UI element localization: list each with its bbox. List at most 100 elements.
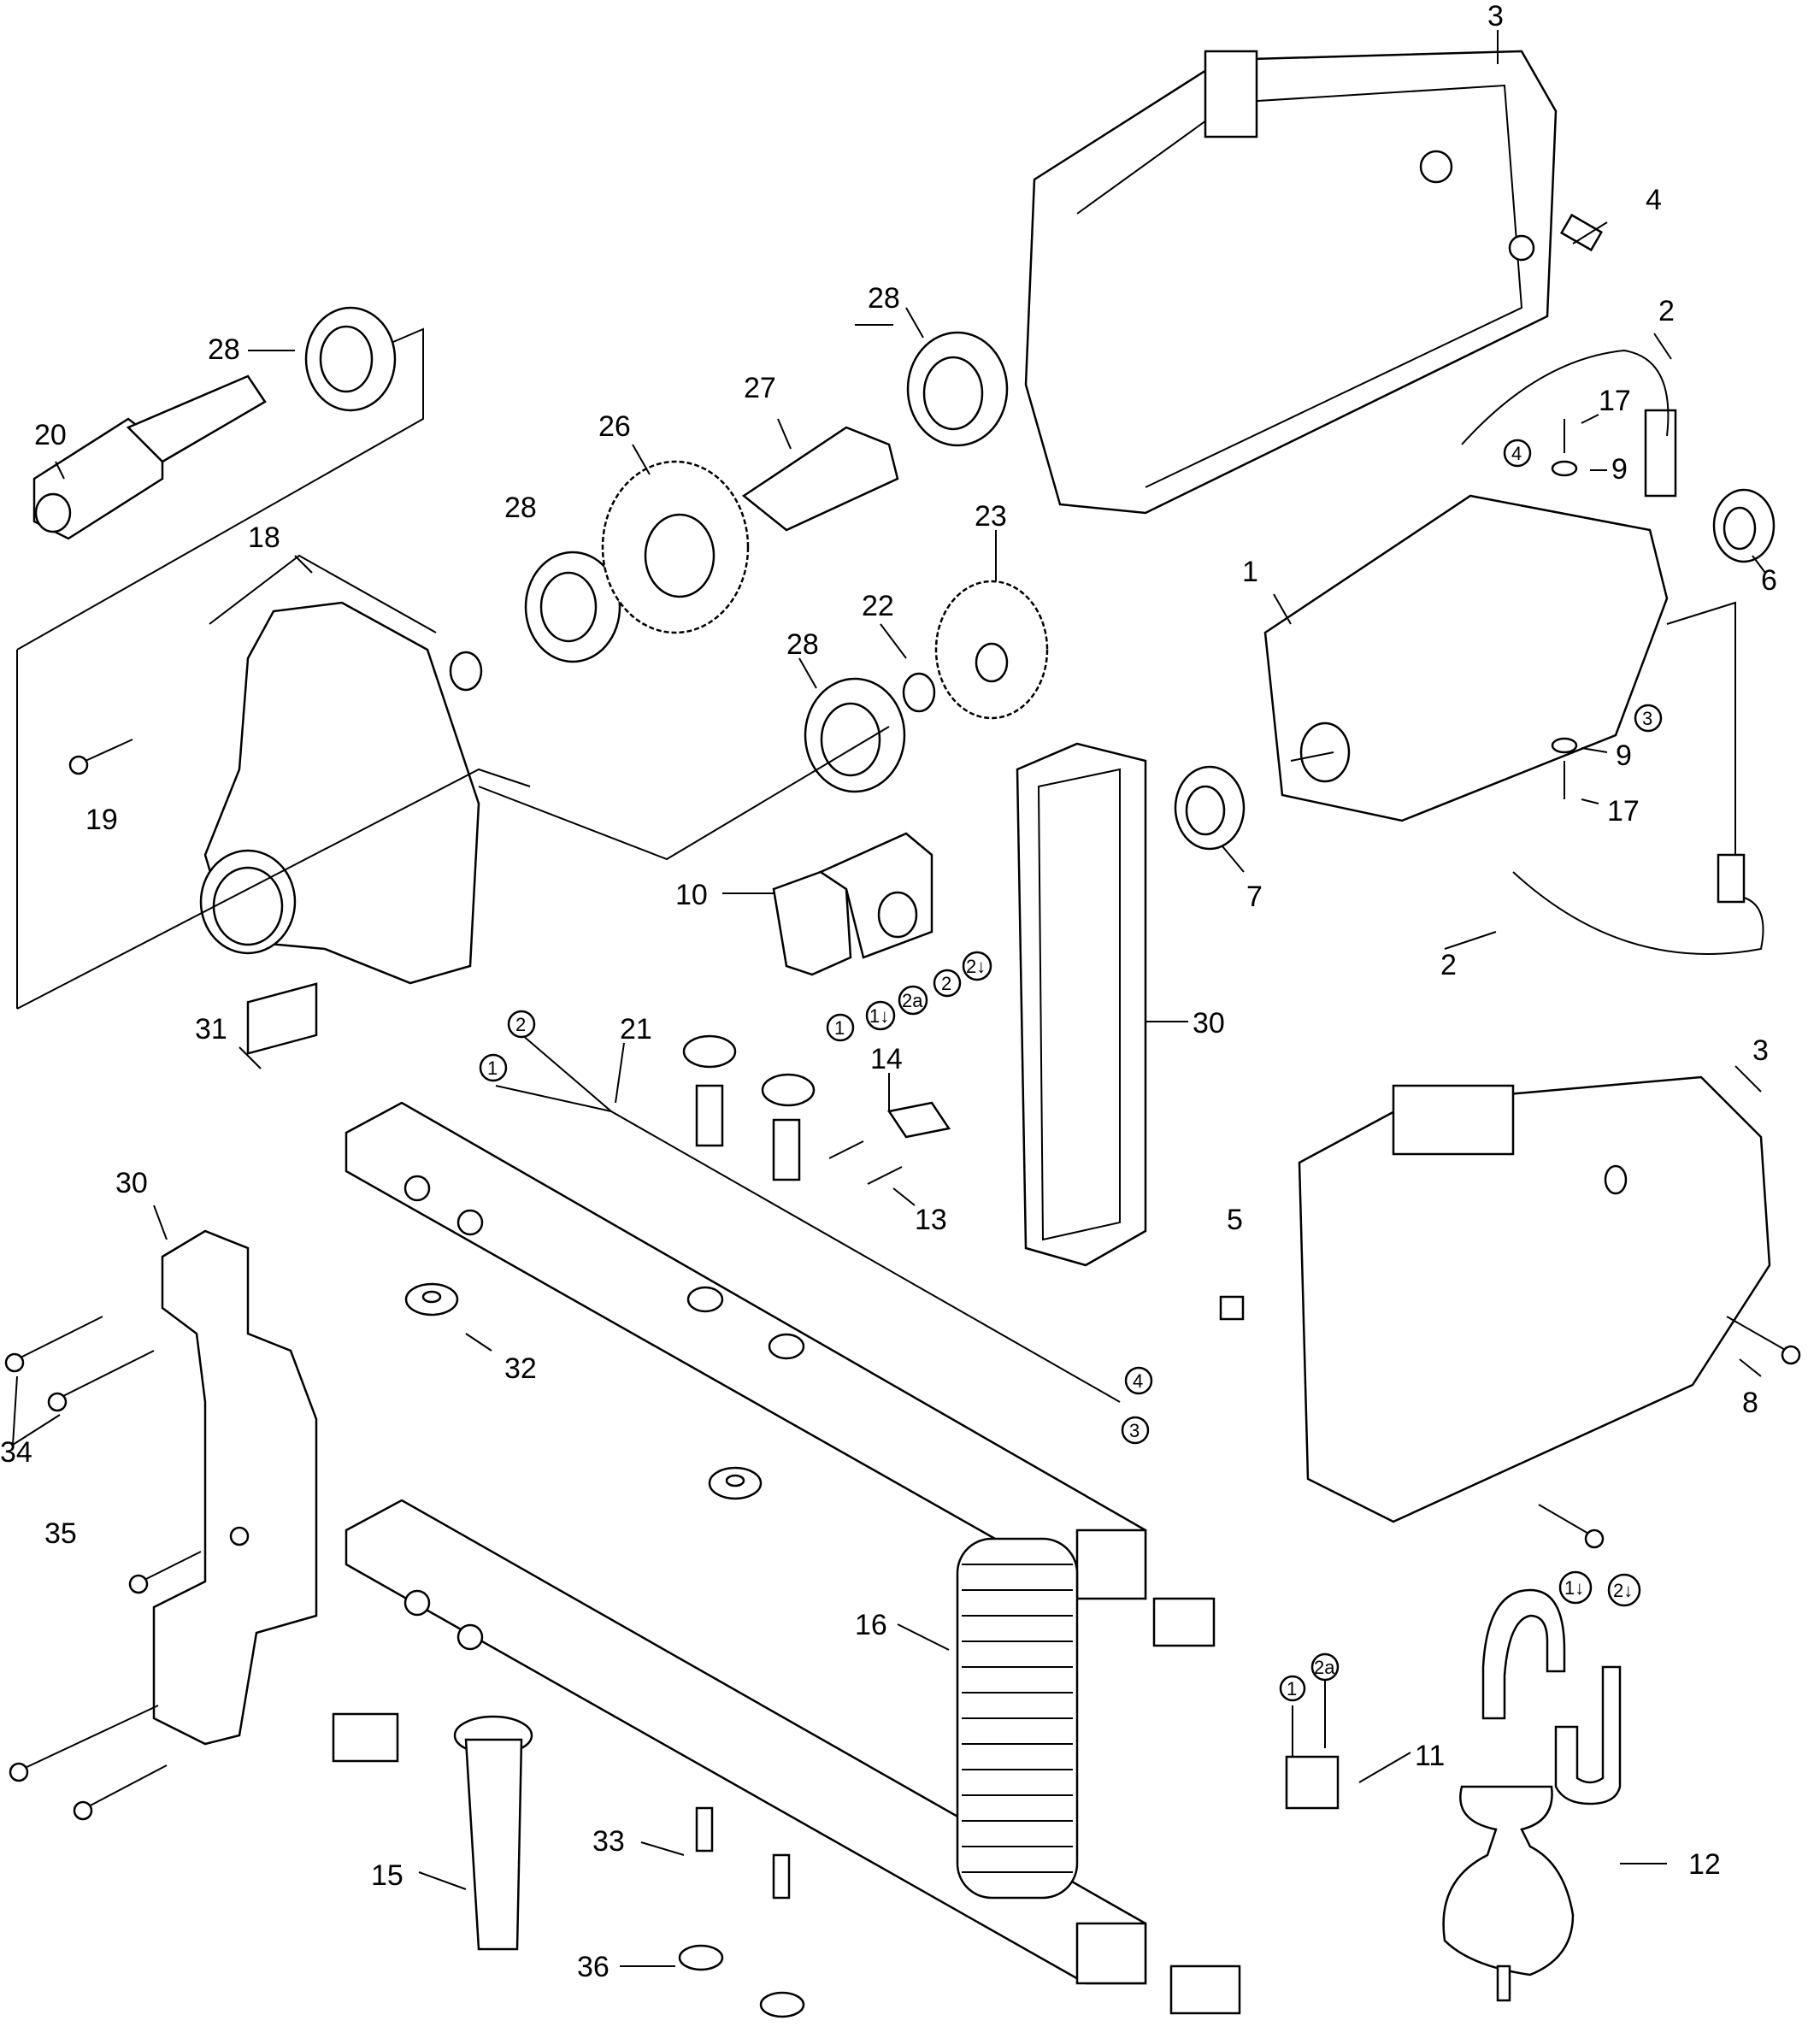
leader-lines	[12, 30, 1766, 1967]
bearing-7	[1174, 765, 1246, 851]
label-9-bottom: 9	[1616, 739, 1632, 772]
svg-text:1: 1	[1287, 1678, 1297, 1699]
end-cap-bottom	[1169, 1964, 1241, 2015]
label-28-c: 28	[868, 282, 900, 315]
washer-9-a	[1551, 460, 1578, 477]
bearing-28-b	[524, 551, 621, 663]
svg-text:2↓: 2↓	[1613, 1580, 1633, 1601]
marker-1d-switch: 1↓	[865, 1000, 896, 1031]
screws-34	[4, 1316, 155, 1412]
label-21: 21	[620, 1013, 652, 1046]
label-7: 7	[1246, 881, 1263, 913]
screw-19	[68, 739, 133, 775]
label-17-bottom: 17	[1607, 795, 1640, 828]
svg-text:3: 3	[1642, 708, 1652, 729]
label-27: 27	[744, 372, 776, 404]
brush-holder	[1644, 409, 1677, 498]
label-17-top: 17	[1599, 385, 1631, 417]
foot-15	[453, 1715, 533, 1951]
label-3-bottom: 3	[1752, 1034, 1769, 1067]
wire-markers: 4 3 1 1↓ 2a 2 2↓ 1 2 4 3 1 2a 1↓ 2↓	[479, 439, 1663, 1702]
spindle-20	[32, 374, 267, 540]
washer-9-b	[1551, 737, 1578, 754]
svg-text:2↓: 2↓	[966, 956, 986, 977]
pinion-shaft-27	[741, 426, 899, 532]
label-36: 36	[577, 1951, 610, 1983]
svg-text:2: 2	[515, 1014, 526, 1035]
power-cord-plug-12	[1442, 1588, 1622, 2002]
screw-8-a	[1726, 1316, 1801, 1365]
svg-text:4: 4	[1133, 1370, 1143, 1392]
screw-8-b	[1538, 1504, 1605, 1549]
marker-2a-cap: 2a	[1310, 1652, 1340, 1682]
label-28-a: 28	[208, 333, 240, 366]
handle-half-30-right	[1016, 742, 1147, 1267]
screw-35	[128, 1551, 202, 1594]
label-34: 34	[0, 1436, 32, 1469]
label-28-b: 28	[504, 492, 537, 524]
label-15: 15	[371, 1859, 403, 1892]
switch-10	[772, 832, 933, 976]
marker-1d-plug: 1↓	[1558, 1570, 1593, 1605]
marker-2-wire: 2	[507, 1010, 536, 1039]
bearing-6	[1712, 488, 1776, 563]
grommet-32	[404, 1282, 459, 1317]
label-30-right: 30	[1193, 1007, 1225, 1040]
lower-rail	[345, 1499, 1147, 1985]
marker-1-switch: 1	[826, 1013, 855, 1042]
marker-2a-switch: 2a	[898, 985, 928, 1016]
label-31: 31	[195, 1013, 227, 1046]
label-1: 1	[1242, 556, 1258, 588]
motor-1	[1263, 494, 1669, 822]
label-3-top: 3	[1487, 0, 1504, 32]
svg-text:1↓: 1↓	[1564, 1577, 1584, 1599]
end-cap-mid	[1152, 1597, 1216, 1647]
svg-text:2a: 2a	[902, 990, 923, 1011]
label-5: 5	[1227, 1204, 1243, 1236]
wire-lead-2-top	[1461, 349, 1670, 445]
label-9-top: 9	[1611, 453, 1628, 486]
label-14: 14	[870, 1043, 903, 1075]
marker-3-wire: 3	[1121, 1416, 1150, 1445]
marker-1-wire: 1	[479, 1053, 508, 1082]
cable-clamp-14	[886, 1101, 951, 1139]
svg-text:1↓: 1↓	[869, 1005, 889, 1027]
label-6: 6	[1761, 564, 1777, 597]
label-16: 16	[855, 1609, 887, 1641]
label-13: 13	[915, 1204, 947, 1236]
end-cap-31	[246, 982, 318, 1055]
label-33: 33	[592, 1825, 625, 1858]
wire-lead-2-bottom	[1512, 853, 1764, 955]
label-26: 26	[598, 410, 631, 443]
gear-housing-18	[199, 601, 480, 985]
label-20: 20	[34, 419, 67, 451]
housing-half-bottom	[1298, 1075, 1771, 1523]
label-35: 35	[44, 1517, 77, 1550]
svg-text:1: 1	[834, 1017, 845, 1039]
part-labels: 3 4 28 20 28 27 26 2 17 9 6 28 18 23 22 …	[0, 0, 1777, 1983]
screws-bottom-left	[9, 1705, 168, 1821]
label-8: 8	[1742, 1387, 1758, 1419]
label-4: 4	[1646, 184, 1662, 216]
screw-13-b	[867, 1166, 903, 1185]
marker-3-motor: 3	[1634, 704, 1663, 733]
grommet-lower	[708, 1466, 763, 1500]
gear-23	[934, 580, 1049, 720]
marker-2-switch: 2	[933, 969, 962, 998]
handle-half-30-left	[152, 1229, 318, 1746]
bearing-28-c	[906, 331, 1009, 447]
label-2-bottom: 2	[1440, 949, 1457, 981]
marker-2d-switch: 2↓	[962, 951, 992, 981]
pin-4	[1559, 213, 1604, 252]
label-32: 32	[504, 1352, 537, 1385]
label-10: 10	[675, 879, 708, 911]
square-nut-5	[1219, 1295, 1245, 1321]
bearing-28-d	[804, 677, 906, 793]
wire-21	[495, 1034, 1121, 1403]
capacitor-11	[1285, 1680, 1340, 1810]
label-23: 23	[975, 500, 1007, 533]
pin-33	[695, 1806, 791, 1900]
svg-text:2: 2	[941, 973, 951, 994]
gear-26	[601, 460, 750, 634]
svg-text:2a: 2a	[1314, 1657, 1335, 1678]
